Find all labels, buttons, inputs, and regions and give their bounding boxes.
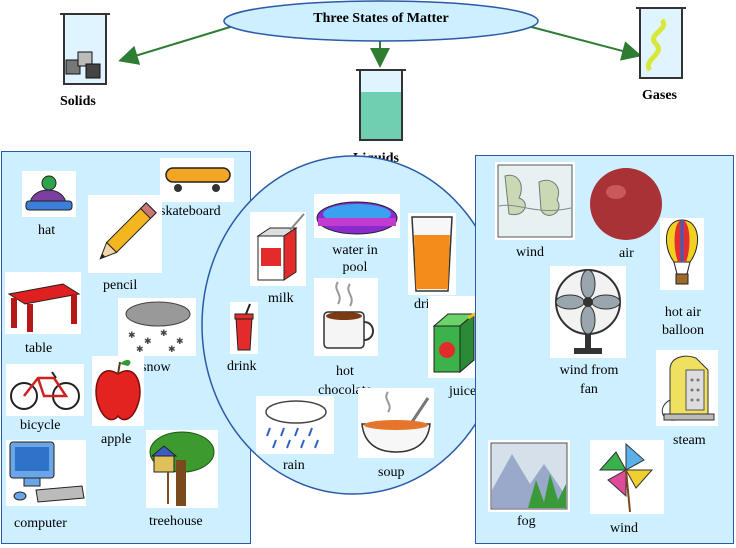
label-drink-top: dri	[414, 297, 430, 312]
hat-icon	[25, 175, 73, 211]
bicycle-icon	[10, 371, 80, 410]
label-milk: milk	[268, 291, 294, 306]
computer-icon	[9, 441, 85, 503]
label-computer: computer	[14, 516, 67, 531]
diagram-title: Three States of Matter	[313, 11, 449, 26]
label-wind-map: wind	[516, 245, 544, 260]
svg-text:✱: ✱	[136, 345, 144, 355]
svg-text:✱: ✱	[176, 337, 184, 347]
label-air: air	[619, 246, 634, 261]
label-table: table	[25, 341, 53, 356]
svg-text:✱: ✱	[144, 337, 152, 347]
label-wind-from-fan-1: wind from	[559, 363, 619, 378]
steam-iron-icon	[661, 355, 715, 421]
pool-icon	[316, 201, 398, 235]
label-hat: hat	[38, 223, 56, 238]
weather-map-icon	[497, 164, 573, 238]
air-ball-icon	[590, 168, 662, 240]
gases-heading: Gases	[642, 88, 677, 103]
electric-fan-icon	[555, 269, 621, 354]
pencil-icon	[99, 202, 157, 260]
label-juice: juice	[449, 384, 477, 399]
label-water-in-pool-1: water in	[332, 243, 378, 258]
milk-carton-icon	[256, 213, 305, 281]
skateboard-icon	[165, 167, 231, 192]
apple-icon	[95, 360, 141, 421]
hot-air-balloon-icon	[665, 219, 699, 285]
svg-text:✱: ✱	[128, 331, 136, 341]
svg-text:✱: ✱	[168, 345, 176, 355]
label-fog: fog	[517, 514, 536, 529]
label-hot-air-balloon-1: hot air	[664, 305, 702, 320]
label-soup: soup	[378, 465, 405, 480]
gases-beaker-icon	[636, 7, 686, 79]
label-skateboard: skateboard	[160, 204, 221, 219]
label-apple: apple	[101, 432, 132, 447]
rain-cloud-icon	[265, 400, 327, 449]
label-hot-air-balloon-2: balloon	[662, 323, 704, 338]
table-icon	[7, 283, 81, 332]
hot-chocolate-mug-icon	[323, 281, 374, 349]
label-drink-left: drink	[227, 359, 257, 374]
concept-arrows	[118, 23, 642, 68]
label-water-in-pool-2: pool	[342, 260, 368, 275]
label-treehouse: treehouse	[149, 514, 203, 529]
liquids-beaker-icon	[356, 69, 406, 141]
svg-text:✱: ✱	[160, 329, 168, 339]
pinwheel-icon	[598, 442, 654, 513]
label-rain: rain	[283, 458, 305, 473]
label-wind-from-fan-2: fan	[580, 382, 598, 397]
label-hot-chocolate-1: hot	[336, 364, 354, 379]
fog-landscape-icon	[490, 442, 568, 510]
orange-juice-glass-icon	[411, 216, 453, 292]
snow-icon: ✱✱✱ ✱✱✱	[125, 301, 191, 355]
label-pencil: pencil	[103, 278, 138, 293]
solids-heading: Solids	[60, 94, 96, 109]
label-snow: snow	[141, 360, 171, 375]
juice-box-icon	[432, 298, 499, 374]
title-oval	[223, 0, 539, 42]
treehouse-icon	[149, 431, 215, 506]
label-steam: steam	[673, 433, 706, 448]
label-wind-pinwheel: wind	[610, 521, 638, 536]
solids-beaker-icon	[60, 13, 110, 85]
label-bicycle: bicycle	[20, 418, 61, 433]
soda-cup-icon	[234, 303, 254, 351]
soup-bowl-icon	[361, 391, 431, 453]
table-card	[5, 272, 81, 334]
